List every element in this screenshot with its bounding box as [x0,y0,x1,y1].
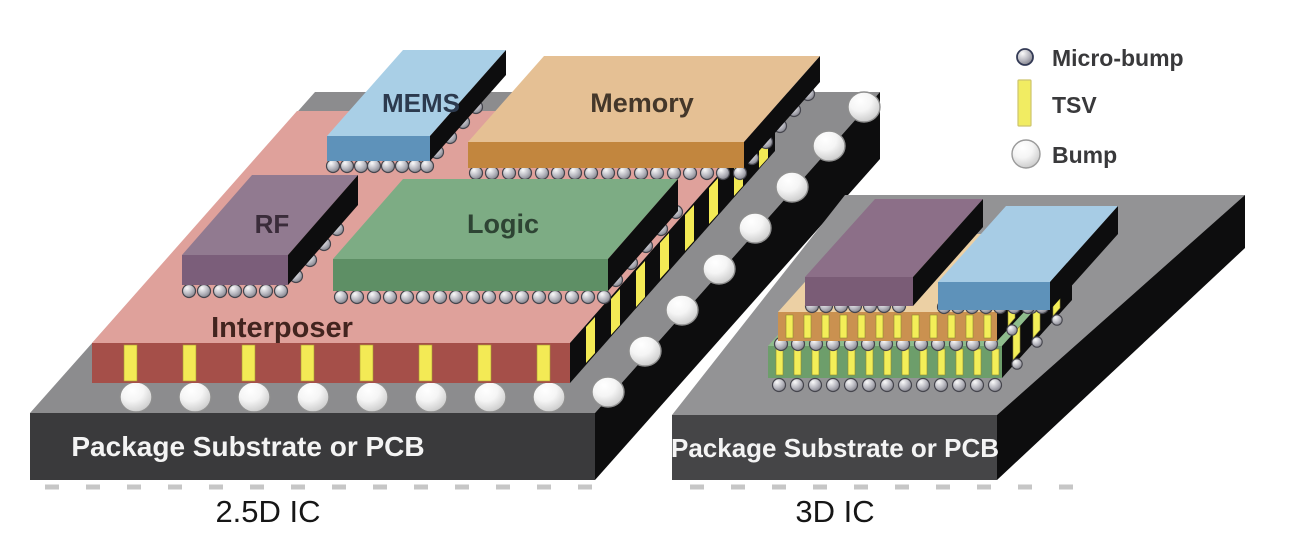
blue-chip-top [938,206,1118,282]
substrate-right-face [595,92,880,480]
mems-top-face [327,50,506,136]
substrate-right-face-right [997,195,1245,480]
memory-top-face [468,56,820,142]
orange-die-front [778,312,997,341]
interposer-front-tsvs [123,344,551,382]
substrate-front-face-right [672,415,997,480]
right-caption: 3D IC [795,494,874,529]
memory-right-face [744,56,820,168]
logic-top-face [333,179,678,259]
purple-chip-front [805,277,913,306]
micro-bump-icon [1016,48,1034,66]
legend-item-tsv: TSV [1017,79,1097,127]
mems-chip: MEMS [325,50,506,174]
blue-chip-front [938,282,1050,310]
rf-chip: RF [181,175,358,299]
memory-label: Memory [590,88,694,118]
substrate-front-face [30,413,595,480]
bump-icon [1011,139,1041,169]
legend: Micro-bump TSV Bump [1011,45,1184,169]
legend-label-bump: Bump [1052,142,1117,168]
logic-right-face [608,179,678,291]
substrate-label-left: Package Substrate or PCB [71,431,424,462]
left-caption: 2.5D IC [215,494,320,529]
blue-chip-right [1050,206,1118,310]
blue-chip [938,206,1118,310]
memory-front-face [468,142,744,168]
logic-chip: Logic [333,179,684,305]
memory-chip: Memory [468,56,820,181]
mems-right-face [430,50,506,161]
logic-label: Logic [467,209,539,239]
interposer-front-face [92,343,570,383]
mems-front-face [327,136,430,161]
tsv-icon [1017,79,1032,127]
logic-front-face [333,259,608,291]
mems-label: MEMS [382,88,460,118]
legend-item-micro-bump: Micro-bump [1016,45,1184,71]
rf-right-face [288,175,358,285]
purple-chip-top [805,199,983,277]
substrate-label-right: Package Substrate or PCB [671,433,999,463]
purple-chip [805,199,983,306]
rf-label: RF [255,209,290,239]
left-assembly-2-5d-ic: Package Substrate or PCB [30,50,881,529]
right-assembly-3d-ic: Package Substrate or PCB [671,195,1245,529]
legend-label-micro-bump: Micro-bump [1052,45,1184,71]
rf-front-face [182,255,288,285]
legend-label-tsv: TSV [1052,92,1097,118]
legend-item-bump: Bump [1011,139,1117,169]
orange-die-tsvs [785,314,992,339]
purple-chip-right [913,199,983,306]
interposer-label: Interposer [211,312,353,344]
rf-top-face [182,175,358,255]
